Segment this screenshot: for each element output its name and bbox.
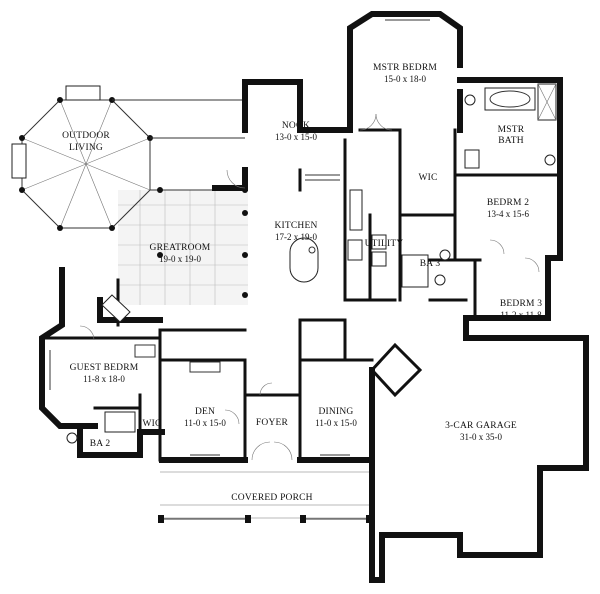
- den-dims: 11-0 x 15-0: [184, 418, 226, 428]
- greatroom-label: GREATROOM: [150, 243, 211, 253]
- outdoor-living-octagon: [11, 85, 153, 231]
- fixtures: [66, 83, 557, 444]
- outdoor-living-label-2: LIVING: [69, 143, 103, 153]
- foyer-label: FOYER: [256, 418, 289, 428]
- dining-label: DINING: [319, 407, 354, 417]
- wic-master-label: WIC: [418, 173, 437, 183]
- utility-label: UTILITY: [365, 239, 404, 249]
- outdoor-living-label: OUTDOOR: [62, 131, 110, 141]
- bedrm2-dims: 13-4 x 15-6: [487, 209, 529, 219]
- bedrm2-label: BEDRM 2: [487, 198, 529, 208]
- bedrm3-label: BEDRM 3: [500, 299, 542, 309]
- garage-label: 3-CAR GARAGE: [445, 421, 517, 431]
- nook-label: NOOK: [282, 121, 310, 131]
- greatroom-tile-grid: [118, 190, 248, 305]
- porch-posts: [158, 515, 372, 523]
- bedrm3-dims: 11-2 x 11-8: [500, 310, 542, 320]
- ba2-label: BA 2: [90, 439, 111, 449]
- guest-bedrm-label: GUEST BEDRM: [70, 363, 139, 373]
- windows: [49, 19, 430, 456]
- covered-porch-planks: [160, 471, 375, 519]
- ba3-label: BA 3: [420, 259, 441, 269]
- mstr-bath-label: MSTR: [498, 125, 525, 135]
- mstr-bath-label-2: BATH: [498, 136, 524, 146]
- covered-porch-label: COVERED PORCH: [231, 493, 313, 503]
- kitchen-dims: 17-2 x 19-0: [275, 232, 317, 242]
- room-labels: MSTR BEDRM 15-0 x 18-0 MSTR BATH OUTDOOR…: [62, 63, 542, 503]
- mstr-bedrm-dims: 15-0 x 18-0: [384, 74, 426, 84]
- guest-bedrm-dims: 11-8 x 18-0: [83, 374, 125, 384]
- garage-dims: 31-0 x 35-0: [460, 432, 502, 442]
- doors: [79, 113, 540, 461]
- wic-guest-label: WIC: [142, 419, 161, 429]
- den-label: DEN: [195, 407, 215, 417]
- exterior-walls: [39, 11, 589, 583]
- mstr-bedrm-label: MSTR BEDRM: [373, 63, 437, 73]
- interior-walls: [40, 128, 562, 462]
- greatroom-dims: 19-0 x 19-0: [159, 254, 201, 264]
- nook-dims: 13-0 x 15-0: [275, 132, 317, 142]
- dining-dims: 11-0 x 15-0: [315, 418, 357, 428]
- kitchen-label: KITCHEN: [274, 221, 317, 231]
